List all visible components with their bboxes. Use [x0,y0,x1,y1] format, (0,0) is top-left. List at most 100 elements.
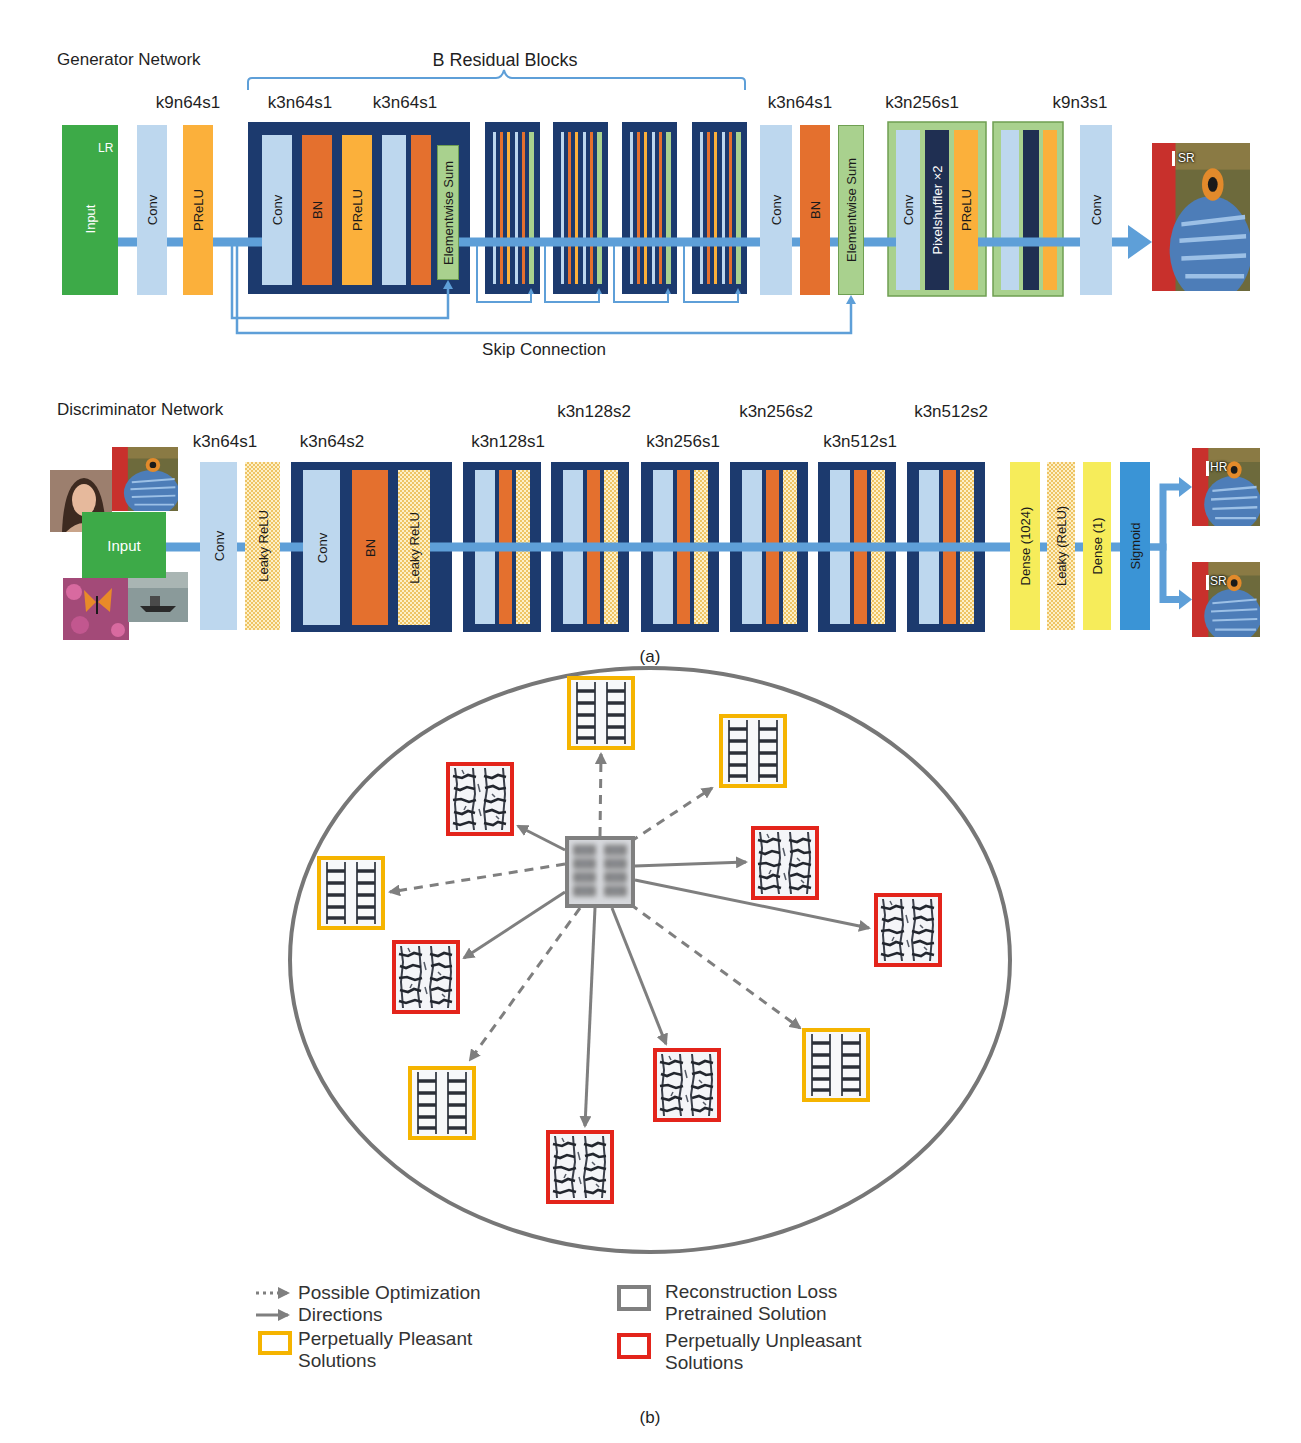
block-skip-line [545,242,599,302]
layer-label: Conv [146,195,159,225]
residual-block [507,132,510,284]
optimization-arrow [518,826,565,850]
unpleasant-solution [394,942,458,1012]
optimization-arrow [630,788,712,842]
output-image: SR [1152,143,1250,291]
residual-block [714,132,717,284]
legend-arrow-sample [256,1293,288,1315]
flow-band [430,543,1010,552]
flow-band [459,238,760,247]
legend-text: Perpetually Unpleasant Solutions [665,1330,905,1374]
output-image [1192,448,1261,532]
unpleasant-solution [448,764,512,834]
flow-band [1112,238,1128,247]
residual-block [707,132,710,284]
layer-label: Dense (1) [1091,517,1104,574]
residual-block [659,132,662,284]
layer-label: Input [84,204,97,233]
residual-block [485,122,540,294]
upsample-block [888,122,1063,296]
layer-label: Conv [212,531,225,561]
pixelshuffler-layer: Pixelshuffler ×2 [925,130,949,290]
layer-spec-label: k3n64s2 [300,432,364,452]
flow-band [166,543,200,552]
residual-block [493,132,496,284]
batchnorm-layer: BN [302,135,332,285]
legend-text: Possible Optimization Directions [298,1282,533,1326]
residual-block [736,132,741,284]
batchnorm-layer: BN [352,470,388,625]
pleasant-solution [721,716,785,786]
layer-spec-label: k3n64s1 [373,93,437,113]
flow-band [830,238,838,247]
connector [830,242,838,243]
pleasant-solution [569,678,633,748]
connector [1112,225,1152,259]
output-image [1192,562,1261,643]
flow-band [1040,543,1047,552]
connector [1150,547,1192,610]
upsample-block [1001,130,1019,290]
layer-spec-label: k3n128s2 [557,402,631,422]
legend-swatch [617,1333,651,1359]
residual-block [515,132,518,284]
pleasant-solution [319,858,383,928]
upsample-block [1023,130,1039,290]
connector-label: Skip Connection [479,340,609,360]
layer-spec-label: k3n64s1 [268,93,332,113]
layer-spec-label: k3n64s1 [768,93,832,113]
connector [1111,547,1120,548]
connector [430,547,1010,548]
unpleasant-solution [876,895,940,965]
leaky-relu-layer: Leaky (ReLU) [1047,462,1075,630]
layer-spec-label: k9n3s1 [1053,93,1108,113]
unpleasant-solution [548,1132,612,1202]
input-block: InputLR [62,125,118,295]
layer-spec-label: (b) [640,1408,661,1428]
pleasant-solution [569,678,633,748]
residual-block [622,122,677,294]
conv-layer: Conv [1080,125,1112,295]
layer-label: PReLU [351,189,364,231]
upsample-block [993,122,1063,296]
conv-layer: Conv [200,462,237,630]
legend-text: Perpetually Pleasant Solutions [298,1328,533,1372]
residual-block [630,132,633,284]
dense-layer: Dense (1) [1083,462,1111,630]
layer-label: Input [107,538,140,553]
section-title: Discriminator Network [57,400,223,420]
flow-band [864,238,896,247]
layer-label: BN [364,538,377,556]
pretrained-solution [567,838,633,906]
arrow-head [1179,477,1192,497]
optimization-arrow [470,908,580,1060]
unpleasant-solution [655,1050,719,1120]
bracket [248,70,745,90]
flow-band [237,543,245,552]
connector [118,242,137,243]
residual-block [597,132,602,284]
conv-layer: Conv [137,125,167,295]
flow-band [1111,543,1120,552]
pretrained-solution [567,838,633,906]
residual-block [411,135,431,285]
layer-label: Conv [315,532,328,562]
output-image: SR [1192,562,1260,637]
unpleasant-solution [655,1050,719,1120]
pleasant-solution [319,678,868,1138]
layer-label: Conv [770,195,783,225]
pleasant-solution [804,1030,868,1100]
connector [167,242,183,243]
residual-block [652,132,655,284]
block-skip-line [477,242,738,302]
legend-arrow-sample [256,1292,288,1295]
residual-block [529,132,534,284]
optimization-arrow [635,862,746,866]
input-image [128,572,188,622]
layer-label: BN [809,201,822,219]
output-image [1152,143,1252,303]
pleasant-solution [804,1030,868,1100]
pleasant-solution [410,1068,474,1138]
layer-spec-label: k3n512s2 [914,402,988,422]
connector [864,242,896,243]
